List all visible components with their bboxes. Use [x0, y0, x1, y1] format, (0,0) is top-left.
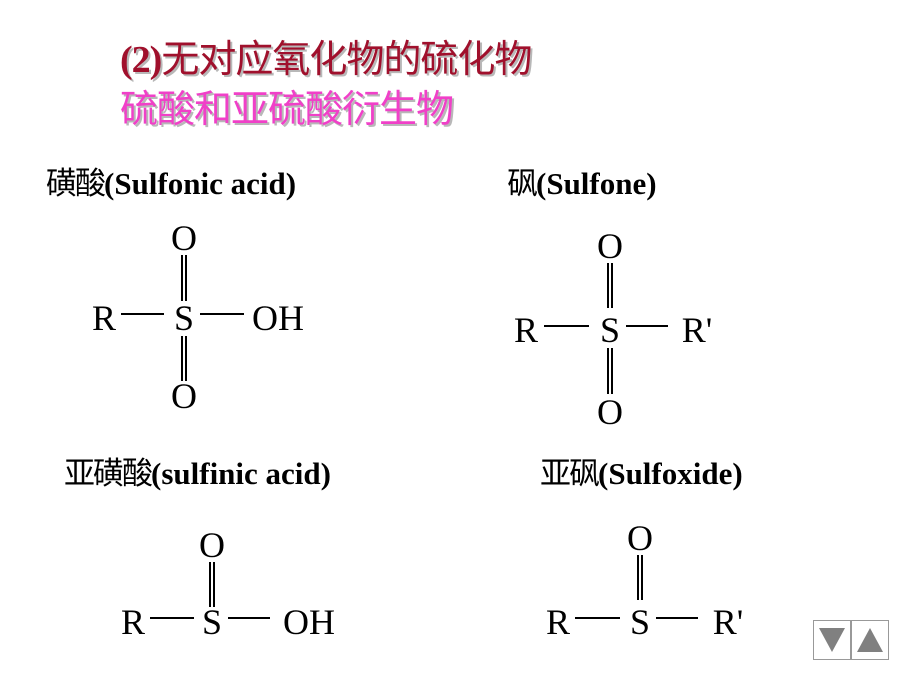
- heading-en: (Sulfone): [536, 166, 657, 201]
- single-bond-right: [228, 617, 270, 619]
- single-bond-right: [626, 325, 668, 327]
- single-bond-left: [150, 617, 194, 619]
- atom-r: R: [513, 310, 539, 350]
- atom-o-bottom: O: [597, 392, 623, 432]
- double-bond-top: [181, 255, 187, 301]
- heading-cn: 亚砜: [540, 456, 600, 492]
- slide-subtitle: 硫酸和亚硫酸衍生物: [120, 87, 454, 131]
- heading-en: (Sulfoxide): [598, 456, 743, 491]
- atom-oh: OH: [283, 602, 335, 642]
- single-bond-right: [200, 313, 244, 315]
- title-line1: 无对应氧化物的硫化物: [161, 37, 532, 81]
- atom-r-prime: R': [712, 602, 744, 642]
- previous-slide-button[interactable]: [813, 620, 851, 660]
- heading-sulfonic-acid: 磺酸(Sulfonic acid): [46, 166, 296, 202]
- atom-r: R: [545, 602, 571, 642]
- heading-cn: 亚磺酸: [64, 456, 153, 492]
- triangle-down-icon: [819, 628, 845, 652]
- next-slide-button[interactable]: [851, 620, 889, 660]
- atom-oh: OH: [252, 298, 304, 338]
- atom-r-prime: R': [681, 310, 713, 350]
- title-prefix: (2): [120, 39, 162, 81]
- slide-title: (2)无对应氧化物的硫化物: [120, 36, 532, 83]
- atom-r: R: [120, 602, 146, 642]
- heading-sulfinic-acid: 亚磺酸(sulfinic acid): [64, 456, 331, 492]
- single-bond-right: [656, 617, 698, 619]
- heading-en: (sulfinic acid): [151, 456, 331, 491]
- atom-o-top: O: [627, 518, 653, 558]
- double-bond-bottom: [181, 336, 187, 381]
- atom-s: S: [599, 310, 621, 350]
- double-bond-top: [607, 263, 613, 308]
- single-bond-left: [121, 313, 164, 315]
- atom-s: S: [173, 298, 195, 338]
- double-bond-bottom: [607, 348, 613, 394]
- heading-cn: 磺酸: [46, 166, 106, 202]
- single-bond-left: [544, 325, 589, 327]
- atom-s: S: [201, 602, 223, 642]
- single-bond-left: [575, 617, 620, 619]
- heading-en: (Sulfonic acid): [104, 166, 297, 201]
- double-bond-top: [209, 562, 215, 607]
- double-bond-top: [637, 555, 643, 600]
- heading-sulfone: 砜(Sulfone): [507, 166, 657, 202]
- triangle-up-icon: [857, 628, 883, 652]
- atom-s: S: [629, 602, 651, 642]
- atom-o-top: O: [597, 226, 623, 266]
- atom-o-top: O: [171, 218, 197, 258]
- atom-o-bottom: O: [171, 376, 197, 416]
- heading-sulfoxide: 亚砜(Sulfoxide): [540, 456, 743, 492]
- heading-cn: 砜: [507, 166, 538, 202]
- atom-o-top: O: [199, 525, 225, 565]
- atom-r: R: [91, 298, 117, 338]
